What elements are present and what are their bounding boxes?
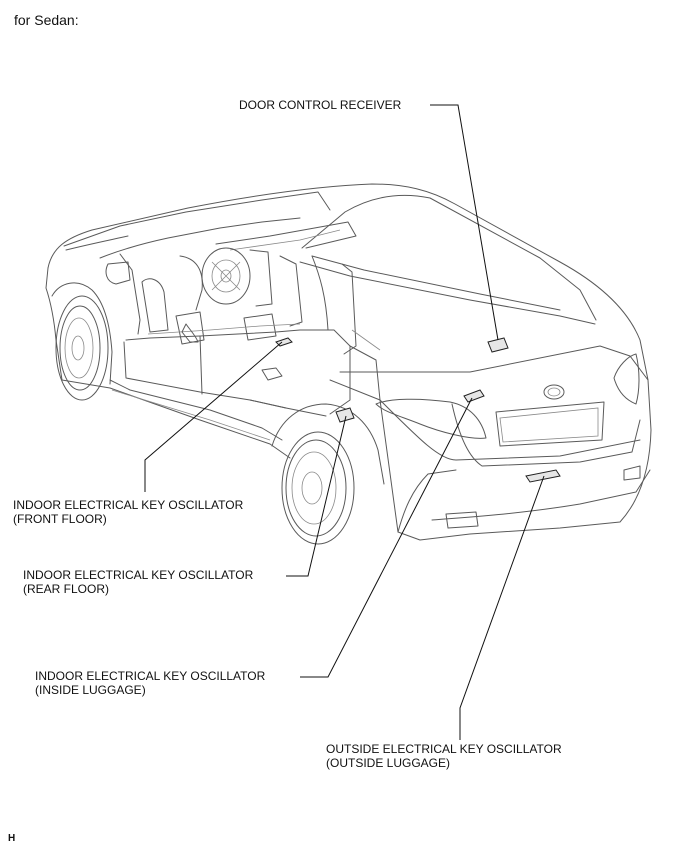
rear-floor-oscillator-part: [335, 407, 355, 423]
label-door-control-receiver: DOOR CONTROL RECEIVER: [239, 98, 402, 112]
label-outside-luggage-location: (OUTSIDE LUGGAGE): [326, 756, 451, 770]
leader-inside-luggage: [300, 397, 473, 678]
label-inside-luggage-title: INDOOR ELECTRICAL KEY OSCILLATOR: [35, 669, 266, 683]
label-rear-floor-title: INDOOR ELECTRICAL KEY OSCILLATOR: [23, 568, 254, 582]
leader-front-floor: [144, 341, 283, 492]
car-illustration: [45, 183, 652, 545]
label-front-floor-title: INDOOR ELECTRICAL KEY OSCILLATOR: [13, 498, 244, 512]
leader-door-control-receiver: [430, 104, 499, 341]
label-rear-floor-location: (REAR FLOOR): [23, 582, 110, 596]
label-front-floor-location: (FRONT FLOOR): [13, 512, 107, 526]
corner-mark: H: [8, 833, 16, 844]
door-control-receiver-part: [487, 337, 509, 353]
label-outside-luggage-title: OUTSIDE ELECTRICAL KEY OSCILLATOR: [326, 742, 562, 756]
label-inside-luggage-location: (INSIDE LUGGAGE): [35, 683, 146, 697]
inside-luggage-oscillator-part: [463, 389, 485, 403]
page-caption: for Sedan:: [14, 12, 79, 28]
outside-luggage-oscillator-part: [525, 469, 561, 483]
leader-outside-luggage: [459, 475, 545, 740]
leader-rear-floor: [286, 415, 347, 577]
